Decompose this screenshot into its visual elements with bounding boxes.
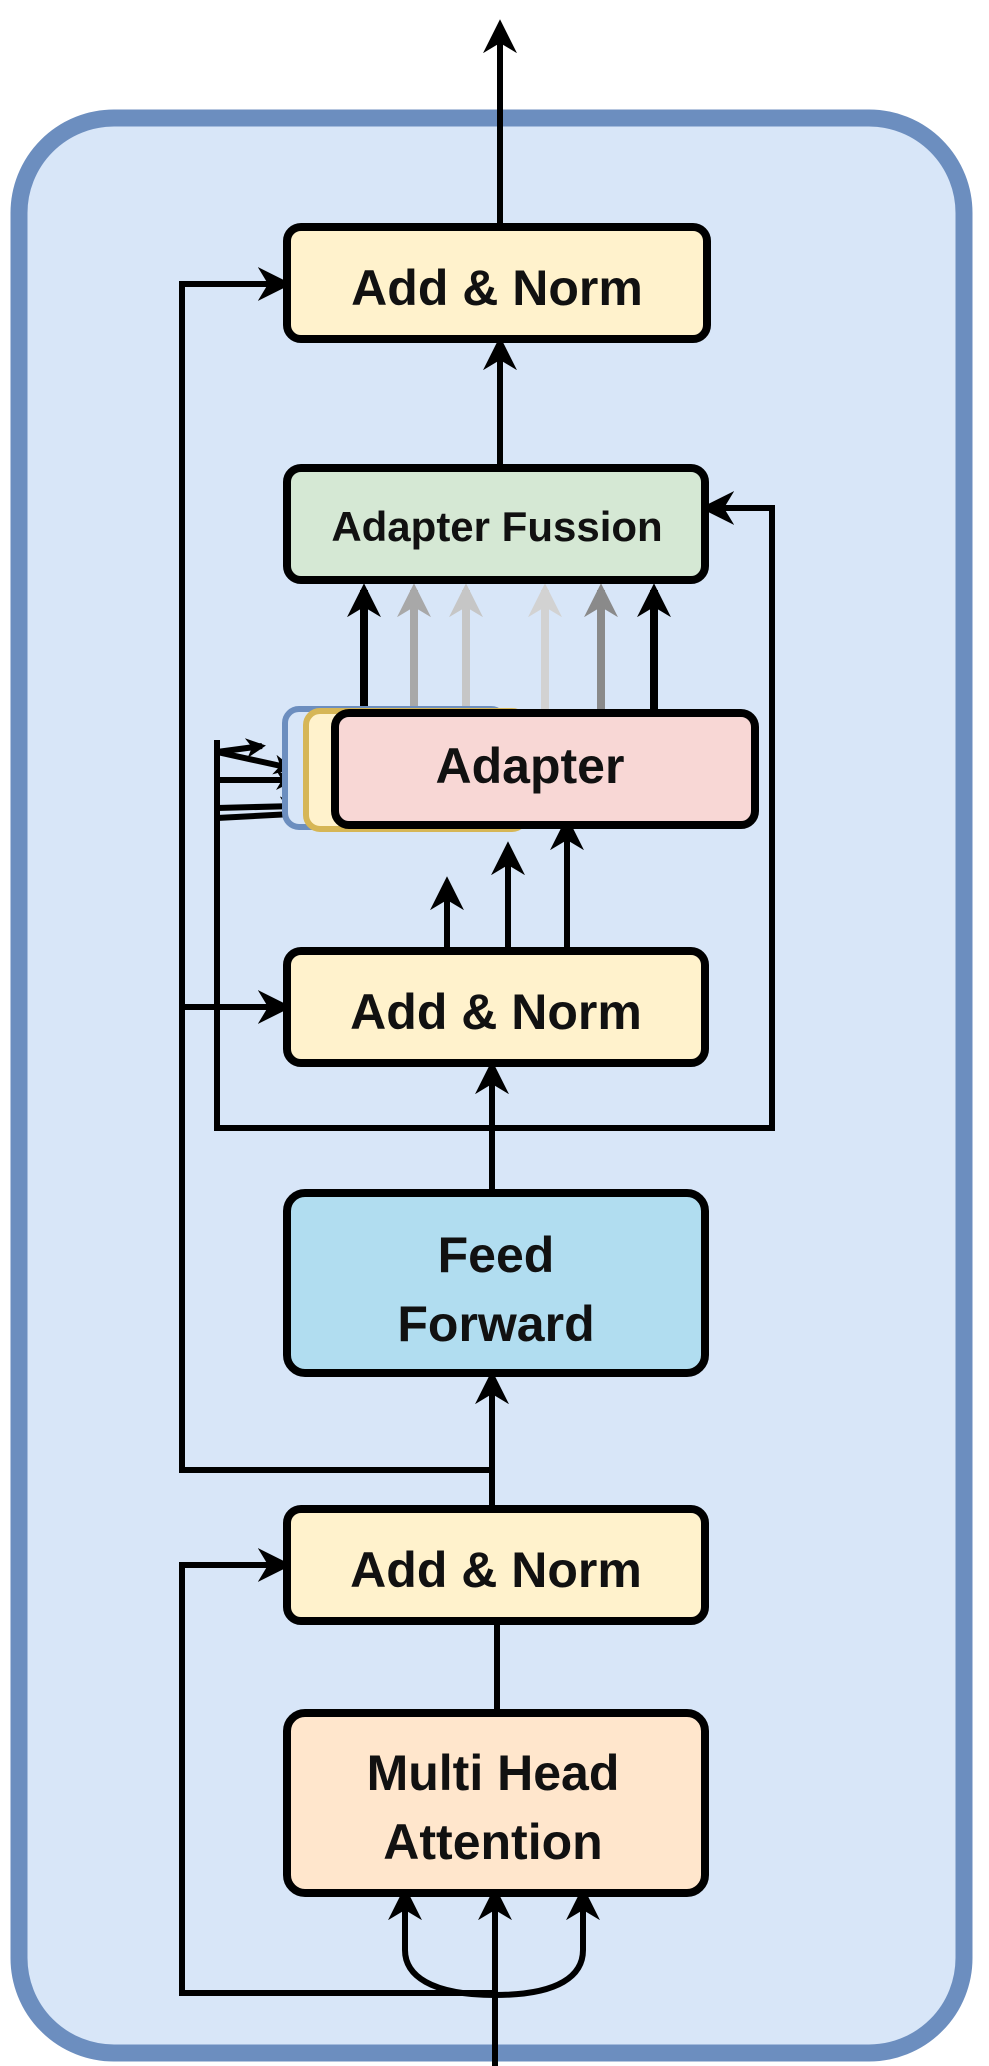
add-norm-bottom-block: Add & Norm	[283, 1505, 709, 1625]
add-norm-mid-label: Add & Norm	[350, 984, 642, 1040]
add-norm-top-block: Add & Norm	[283, 223, 711, 343]
mha-label-line1: Multi Head	[367, 1745, 620, 1801]
adapter-label: Adapter	[436, 738, 625, 794]
feed-forward-block: Feed Forward	[283, 1189, 709, 1377]
feed-forward-label-line2: Forward	[397, 1296, 594, 1352]
adapter-input-arrow-2	[216, 749, 294, 775]
adapter-to-fusion-arrows	[347, 583, 671, 712]
mha-label-line2: Attention	[383, 1814, 602, 1870]
multi-head-attention-block: Multi Head Attention	[283, 1709, 709, 1897]
feed-forward-label-line1: Feed	[438, 1227, 555, 1283]
input-arrow-right	[494, 1886, 600, 1998]
top-residual-arrow	[179, 267, 490, 1473]
adapter-fusion-block: Adapter Fussion	[283, 464, 709, 584]
adapter-block	[331, 709, 759, 829]
adapter-fusion-label: Adapter Fussion	[331, 503, 662, 550]
adapter-stack: Adapter	[282, 706, 759, 832]
add-norm-mid-block: Add & Norm	[283, 947, 709, 1067]
add-norm-top-label: Add & Norm	[351, 260, 643, 316]
input-arrow-left	[388, 1886, 496, 1998]
bottom-residual-arrow	[179, 1548, 492, 1996]
add-norm-bottom-label: Add & Norm	[350, 1542, 642, 1598]
fusion-residual-arrow	[214, 491, 775, 1131]
